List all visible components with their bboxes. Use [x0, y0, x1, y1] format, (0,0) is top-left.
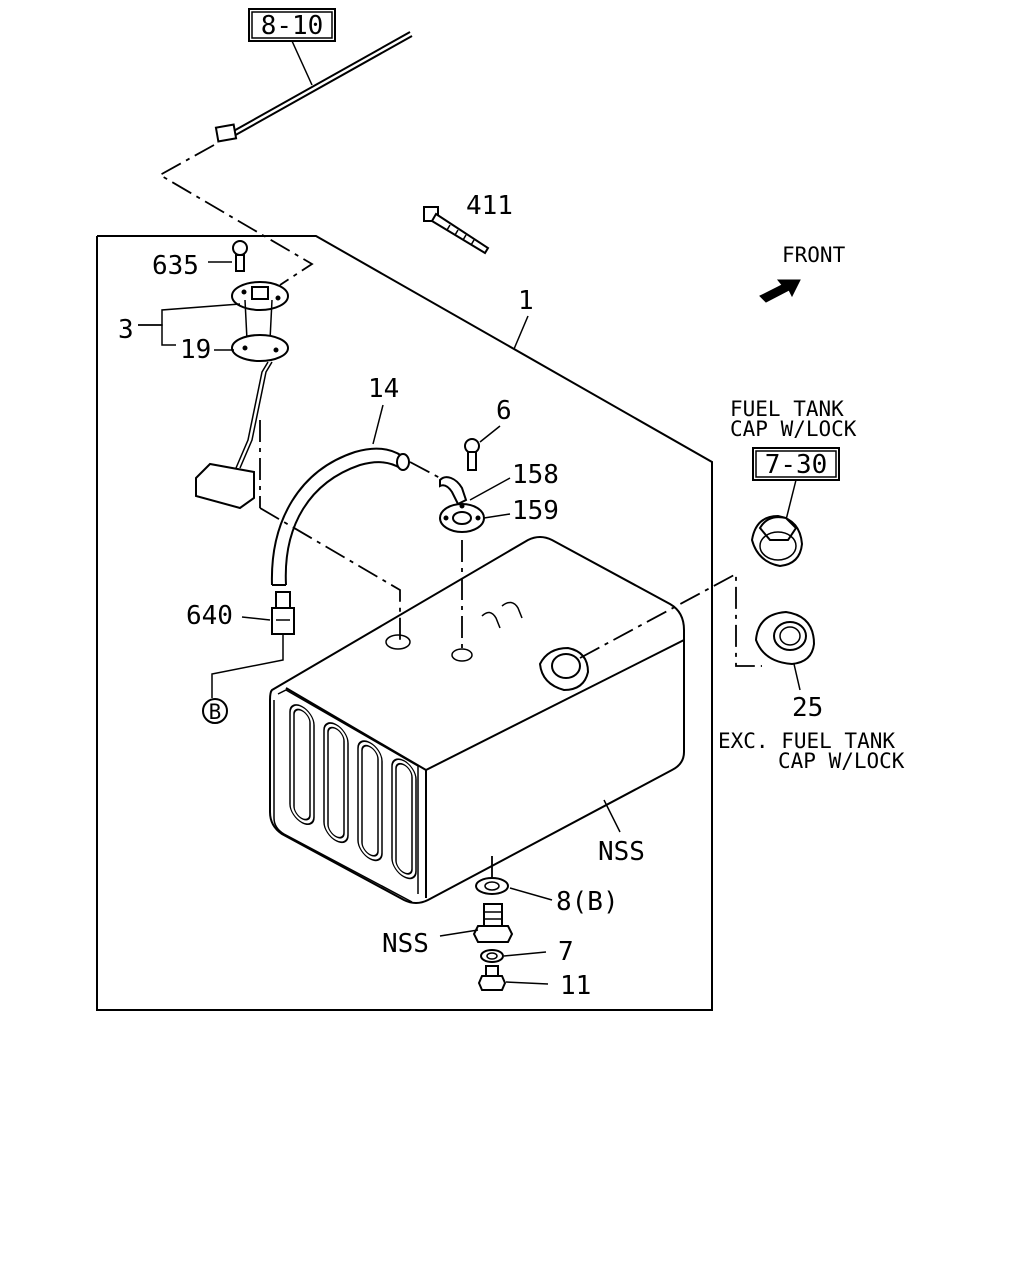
drain-fitting — [472, 903, 514, 943]
callout-8-10: 8-10 — [261, 11, 324, 41]
callout-19: 19 — [180, 335, 211, 365]
note-cap-exc-line2: CAP W/LOCK — [778, 749, 905, 773]
callout-411: 411 — [466, 191, 513, 221]
callout-1: 1 — [518, 286, 534, 316]
callout-3: 3 — [118, 315, 134, 345]
callout-b: B — [209, 700, 222, 724]
drain-gasket-8b — [475, 877, 509, 895]
callout-158: 158 — [512, 460, 559, 490]
locking-fuel-cap — [750, 514, 804, 568]
callout-635: 635 — [152, 251, 199, 281]
note-cap-lock-line2: CAP W/LOCK — [730, 417, 857, 441]
fuel-hose — [270, 447, 410, 586]
reference-b-circle — [202, 698, 228, 724]
callout-14: 14 — [368, 374, 399, 404]
drain-plug-11 — [477, 965, 507, 991]
fuel-sender-unit — [195, 281, 289, 510]
callout-159: 159 — [512, 496, 559, 526]
return-fitting — [439, 476, 485, 533]
front-arrow-icon — [759, 279, 801, 303]
bolt-6 — [464, 438, 480, 471]
callout-box-8-10: 8-10 — [248, 8, 336, 86]
connector-640 — [211, 591, 295, 698]
callout-8b: 8(B) — [556, 887, 619, 917]
callout-nss-tank: NSS — [598, 837, 645, 867]
callout-box-7-30: 7-30 — [752, 447, 840, 521]
note-cap-lock-line1: FUEL TANK — [730, 397, 844, 421]
fuel-tank — [269, 536, 685, 904]
callout-nss-drain: NSS — [382, 929, 429, 959]
bolt-635 — [232, 240, 248, 272]
front-label: FRONT — [782, 243, 846, 267]
callout-6: 6 — [496, 396, 512, 426]
drain-washer-7 — [480, 949, 504, 963]
note-cap-exc-line1: EXC. FUEL TANK — [718, 729, 895, 753]
wire-harness — [158, 31, 413, 286]
callout-7-30: 7-30 — [765, 450, 828, 480]
standard-fuel-cap — [754, 610, 816, 666]
assembly-frame — [96, 235, 713, 1011]
callout-7: 7 — [558, 937, 574, 967]
callout-640: 640 — [186, 601, 233, 631]
callout-25: 25 — [792, 693, 823, 723]
callout-11: 11 — [560, 971, 591, 1001]
cable-tie — [423, 206, 490, 255]
